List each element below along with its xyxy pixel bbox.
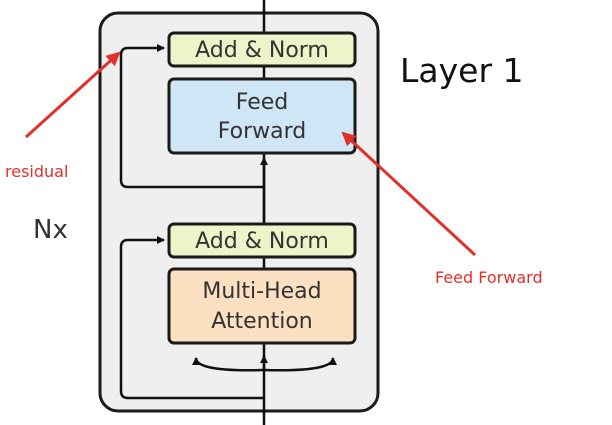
feed-forward-block: Feed Forward (167, 77, 357, 155)
residual-path-top (119, 44, 264, 189)
add-norm-bottom-block: Add & Norm (167, 222, 357, 259)
layer-container (98, 11, 380, 413)
residual-path-bottom (119, 236, 264, 400)
attention-input-left (192, 357, 265, 372)
feed-forward-label-line2: Forward (218, 119, 306, 144)
feed-forward-annotation-label: Feed Forward (435, 268, 543, 287)
add-norm-top-label: Add & Norm (195, 38, 329, 63)
residual-annotation-label: residual (5, 162, 68, 181)
attention-label-line1: Multi-Head (202, 279, 321, 304)
attention-label-line2: Attention (211, 309, 313, 334)
layer-title: Layer 1 (400, 51, 524, 90)
add-norm-top-block: Add & Norm (167, 31, 357, 68)
repeat-label: Nx (33, 215, 68, 245)
add-norm-bottom-label: Add & Norm (195, 229, 329, 254)
residual-annotation-arrow (24, 51, 121, 139)
attention-input-right (263, 357, 337, 372)
feed-forward-label-line1: Feed (236, 90, 289, 115)
multi-head-attention-block: Multi-Head Attention (167, 267, 357, 345)
feed-forward-annotation-arrow (341, 131, 477, 257)
